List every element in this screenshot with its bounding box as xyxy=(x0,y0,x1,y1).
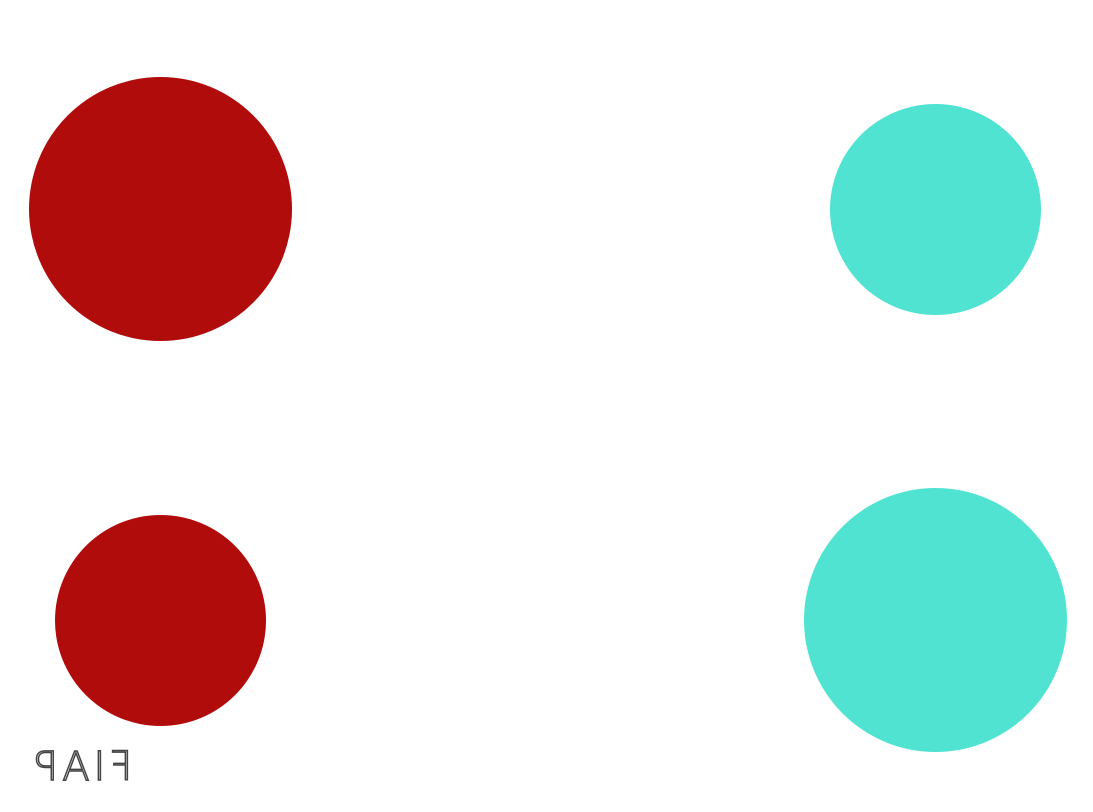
logo-text: FIAP xyxy=(29,743,133,791)
cyan-large-circle xyxy=(804,488,1067,752)
red-large-circle xyxy=(29,77,292,341)
cyan-small-circle xyxy=(830,104,1041,315)
mirrored-logo-text: FIAP xyxy=(29,743,160,791)
red-small-circle xyxy=(55,515,266,726)
